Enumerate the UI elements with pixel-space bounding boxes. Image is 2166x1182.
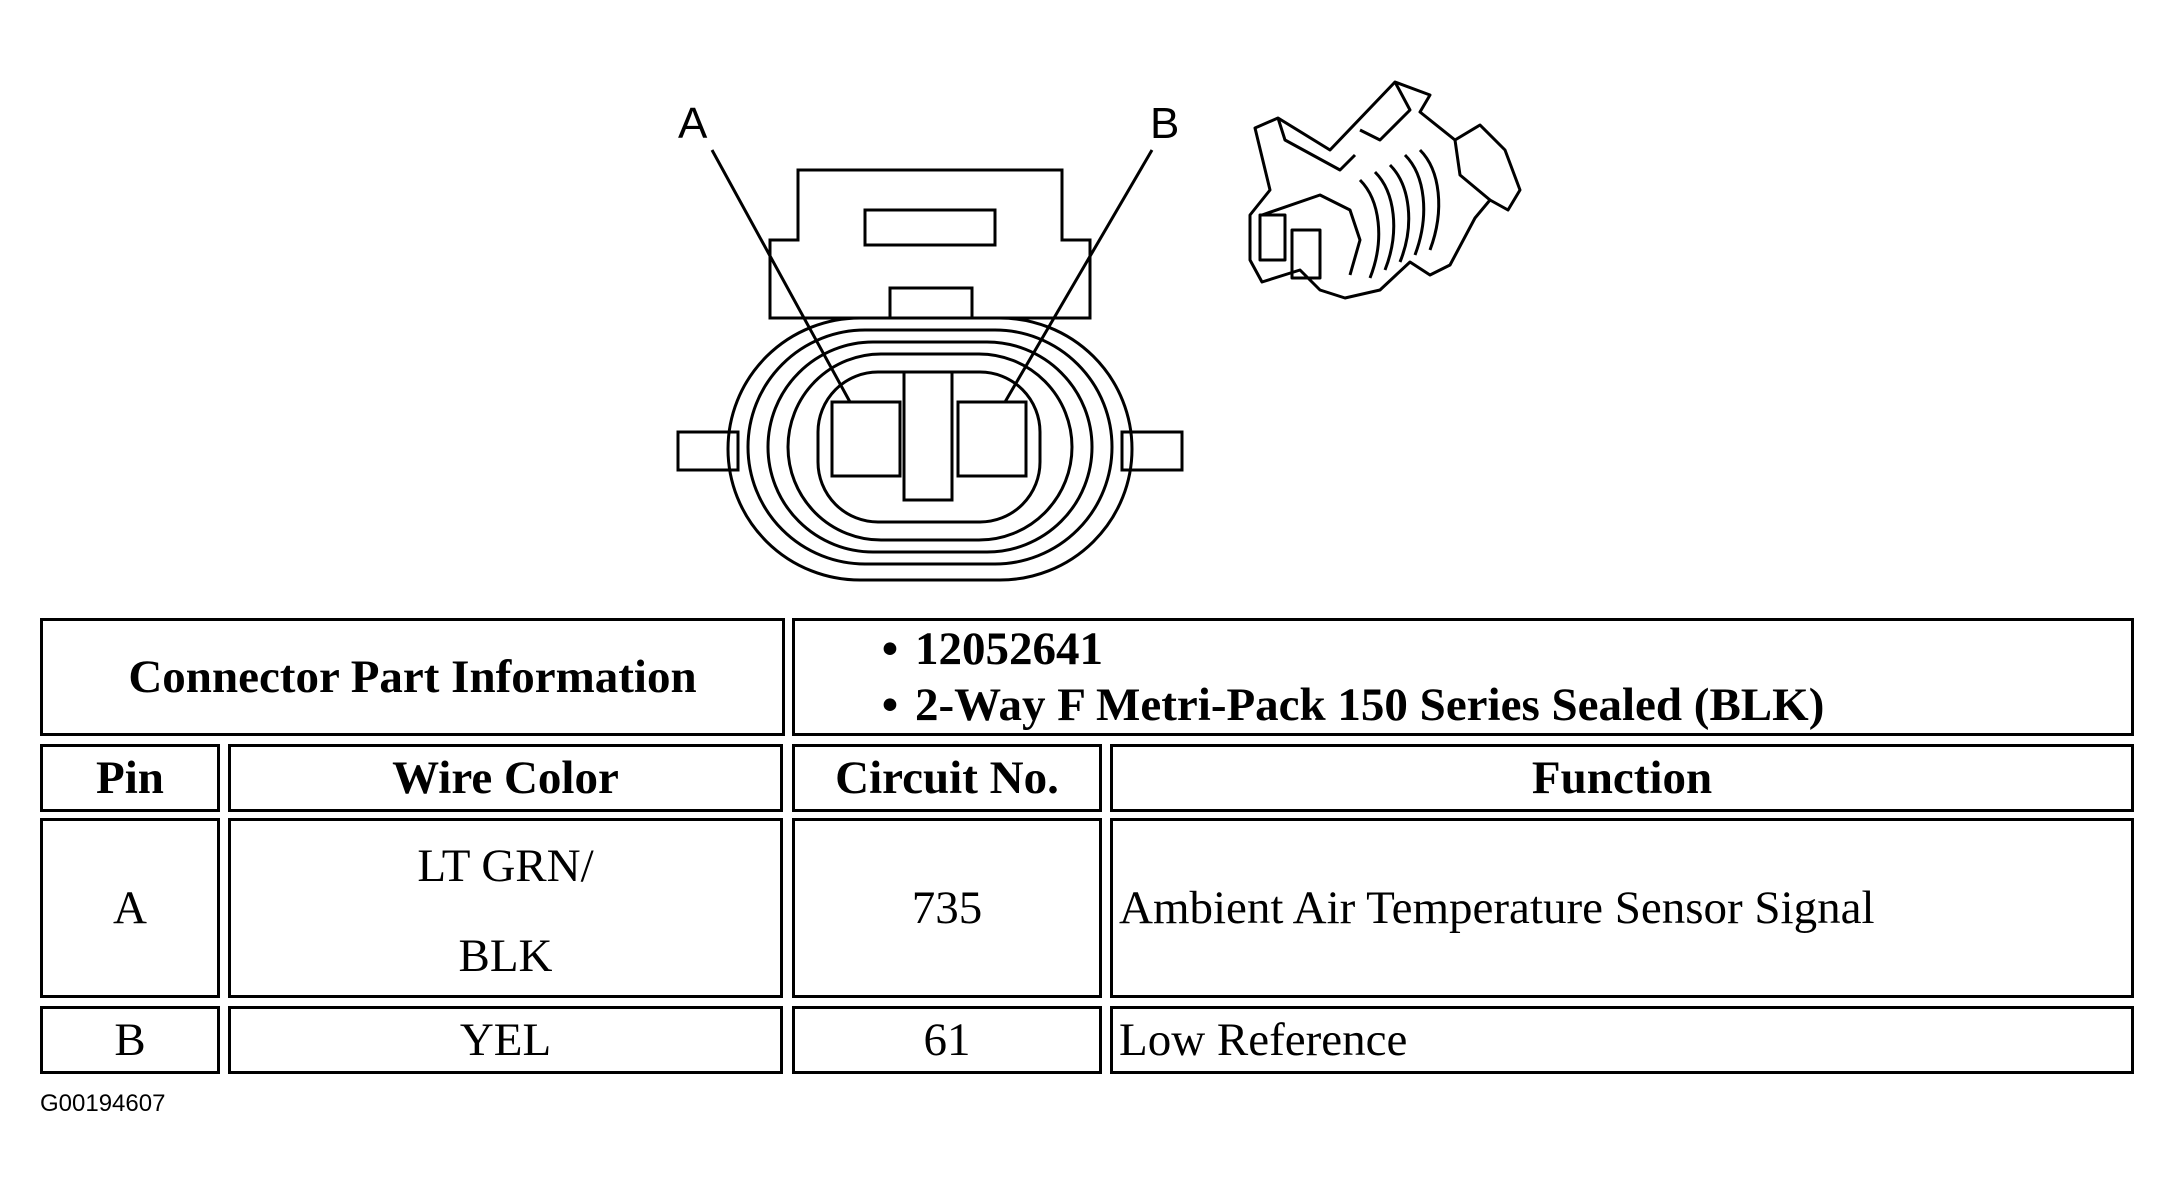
pin-a-cavity <box>830 400 902 478</box>
row-b-function: Low Reference <box>1110 1006 2134 1074</box>
part-description: 2-Way F Metri-Pack 150 Series Sealed (BL… <box>865 677 1824 733</box>
row-b-circuit: 61 <box>792 1006 1102 1074</box>
part-info-label: Connector Part Information <box>40 618 785 736</box>
circuit-header: Circuit No. <box>792 744 1102 812</box>
connector-body-outer <box>726 316 1134 582</box>
latch-window <box>863 208 997 247</box>
connector-diagram: A B <box>676 80 1522 582</box>
pin-b-label: B <box>1150 99 1179 148</box>
pin-a-label: A <box>678 99 708 148</box>
pin-a-leader <box>710 149 852 403</box>
row-a-wire-color-line2: BLK <box>458 930 553 982</box>
row-a-pin: A <box>40 818 220 998</box>
row-b-pin: B <box>40 1006 220 1074</box>
pin-header: Pin <box>40 744 220 812</box>
connector-body-ring-2 <box>746 328 1114 566</box>
row-a-wire-color: LT GRN/ BLK <box>228 818 783 998</box>
right-ear <box>1120 430 1184 472</box>
pin-b-leader <box>1003 149 1154 403</box>
connector-body-ring-4 <box>786 352 1074 542</box>
row-a-wire-color-line1: LT GRN/ <box>417 840 594 892</box>
row-b-wire-color: YEL <box>228 1006 783 1074</box>
latch-tab <box>888 286 974 318</box>
row-a-circuit: 735 <box>792 818 1102 998</box>
part-info-list: 12052641 2-Way F Metri-Pack 150 Series S… <box>792 618 2134 736</box>
connector-latch <box>768 168 1092 320</box>
connector-body-ring-3 <box>766 340 1094 554</box>
center-divider <box>902 370 954 502</box>
function-header: Function <box>1110 744 2134 812</box>
part-number: 12052641 <box>865 621 1103 677</box>
left-ear <box>676 430 740 472</box>
row-a-function: Ambient Air Temperature Sensor Signal <box>1110 818 2134 998</box>
figure-code: G00194607 <box>40 1090 166 1117</box>
connector-iso-view <box>1248 80 1522 300</box>
wire-color-header: Wire Color <box>228 744 783 812</box>
pin-b-cavity <box>956 400 1028 478</box>
